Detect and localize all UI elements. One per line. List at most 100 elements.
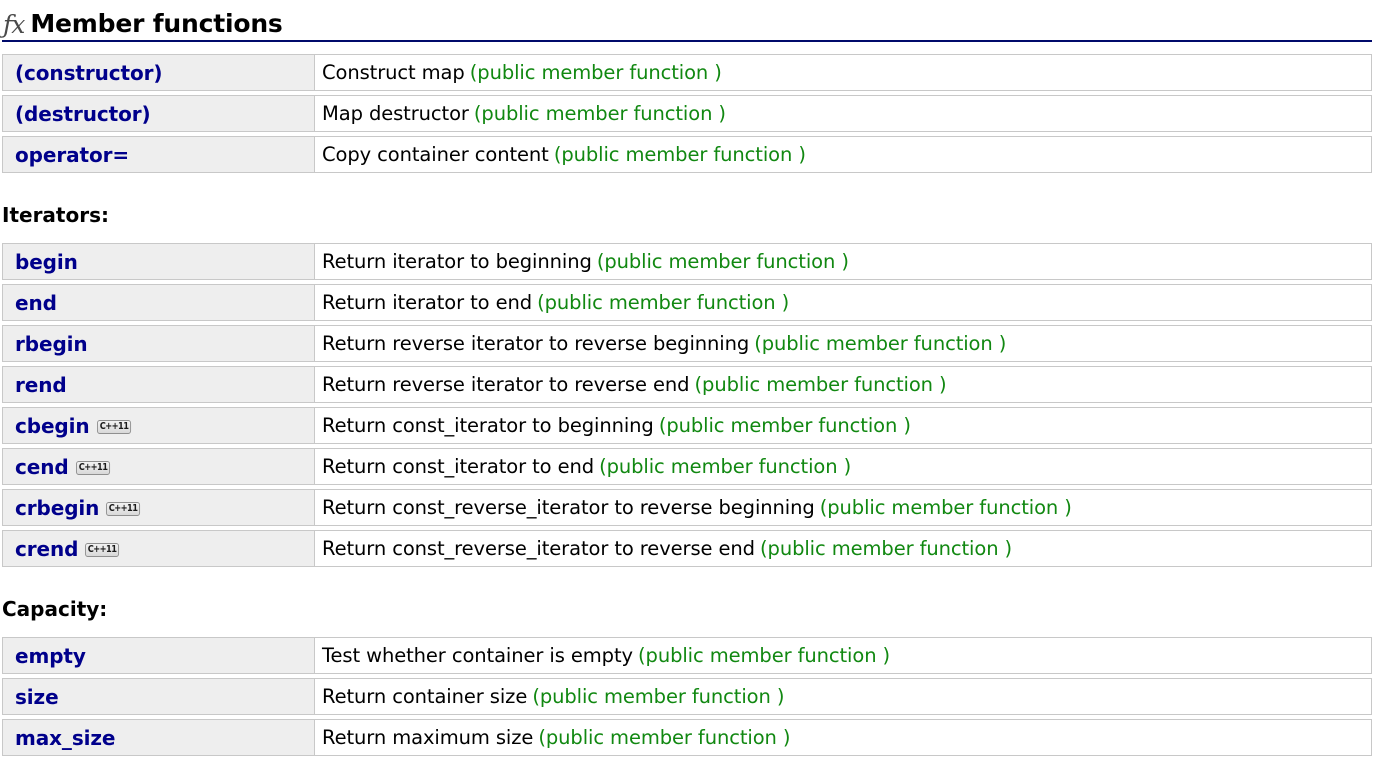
description-text: Return const_reverse_iterator to reverse… bbox=[322, 537, 755, 560]
function-description-cell: Return const_reverse_iterator to reverse… bbox=[315, 530, 1372, 567]
cpp11-badge: C++11 bbox=[106, 501, 141, 516]
function-name-cell[interactable]: rend bbox=[2, 366, 315, 403]
description-text: Return const_iterator to end bbox=[322, 455, 594, 478]
function-name-cell[interactable]: end bbox=[2, 284, 315, 321]
description-text: Return maximum size bbox=[322, 726, 534, 749]
member-kind-note: (public member function ) bbox=[538, 726, 791, 749]
table-row: rend Return reverse iterator to reverse e… bbox=[2, 366, 1372, 403]
function-link[interactable]: operator= bbox=[15, 142, 130, 167]
description-text: Return const_iterator to beginning bbox=[322, 414, 654, 437]
function-description-cell: Return const_iterator to beginning (publ… bbox=[315, 407, 1372, 444]
function-link[interactable]: cend bbox=[15, 454, 69, 479]
table-row: empty Test whether container is empty (pu… bbox=[2, 637, 1372, 674]
member-function-table: begin Return iterator to beginning (publi… bbox=[2, 239, 1372, 571]
function-name-cell[interactable]: (destructor) bbox=[2, 95, 315, 132]
section-spacer bbox=[0, 42, 1374, 50]
section-heading-capacity: Capacity: bbox=[2, 597, 108, 621]
section-heading-iterators: Iterators: bbox=[2, 203, 109, 227]
fx-icon: ƒx bbox=[3, 10, 25, 39]
member-kind-note: (public member function ) bbox=[694, 373, 947, 396]
description-text: Test whether container is empty bbox=[322, 644, 633, 667]
function-link[interactable]: empty bbox=[15, 643, 86, 668]
description-text: Return reverse iterator to reverse end bbox=[322, 373, 690, 396]
function-name-cell[interactable]: max_size bbox=[2, 719, 315, 756]
description-text: Return iterator to end bbox=[322, 291, 533, 314]
function-link[interactable]: max_size bbox=[15, 725, 116, 750]
section-spacer bbox=[0, 571, 1374, 599]
member-kind-note: (public member function ) bbox=[638, 644, 891, 667]
function-link[interactable]: cbegin bbox=[15, 413, 90, 438]
member-kind-note: (public member function ) bbox=[599, 455, 852, 478]
page-title: Member functions bbox=[30, 9, 283, 38]
description-text: Map destructor bbox=[322, 102, 469, 125]
table-row: cbegin C++11 Return const_iterator to begi… bbox=[2, 407, 1372, 444]
description-text: Return reverse iterator to reverse begin… bbox=[322, 332, 750, 355]
function-name-cell[interactable]: cend C++11 bbox=[2, 448, 315, 485]
function-description-cell: Return const_iterator to end (public mem… bbox=[315, 448, 1372, 485]
function-description-cell: Return iterator to beginning (public mem… bbox=[315, 243, 1372, 280]
function-description-cell: Return container size (public member fun… bbox=[315, 678, 1372, 715]
function-link[interactable]: (constructor) bbox=[15, 60, 163, 85]
function-name-cell[interactable]: size bbox=[2, 678, 315, 715]
function-link[interactable]: rbegin bbox=[15, 331, 88, 356]
description-text: Copy container content bbox=[322, 143, 549, 166]
member-kind-note: (public member function ) bbox=[819, 496, 1072, 519]
member-kind-note: (public member function ) bbox=[473, 102, 726, 125]
section-spacer bbox=[0, 225, 1374, 239]
table-row: cend C++11 Return const_iterator to end (p… bbox=[2, 448, 1372, 485]
page-header: ƒx Member functions bbox=[2, 0, 1372, 42]
table-row: operator= Copy container content (public … bbox=[2, 136, 1372, 173]
cpp11-badge: C++11 bbox=[75, 460, 110, 475]
table-row: max_size Return maximum size (public memb… bbox=[2, 719, 1372, 756]
function-link[interactable]: (destructor) bbox=[15, 101, 151, 126]
table-row: begin Return iterator to beginning (publi… bbox=[2, 243, 1372, 280]
table-row: crend C++11 Return const_reverse_iterator … bbox=[2, 530, 1372, 567]
member-kind-note: (public member function ) bbox=[469, 61, 722, 84]
member-kind-note: (public member function ) bbox=[596, 250, 849, 273]
function-name-cell[interactable]: (constructor) bbox=[2, 54, 315, 91]
function-name-cell[interactable]: rbegin bbox=[2, 325, 315, 362]
description-text: Return const_reverse_iterator to reverse… bbox=[322, 496, 815, 519]
function-name-cell[interactable]: cbegin C++11 bbox=[2, 407, 315, 444]
function-link[interactable]: crend bbox=[15, 536, 79, 561]
description-text: Return iterator to beginning bbox=[322, 250, 592, 273]
member-kind-note: (public member function ) bbox=[754, 332, 1007, 355]
table-row: (destructor) Map destructor (public membe… bbox=[2, 95, 1372, 132]
function-link[interactable]: begin bbox=[15, 249, 78, 274]
member-function-table: empty Test whether container is empty (pu… bbox=[2, 633, 1372, 760]
member-function-table: (constructor) Construct map (public membe… bbox=[2, 50, 1372, 177]
member-kind-note: (public member function ) bbox=[553, 143, 806, 166]
function-description-cell: Return iterator to end (public member fu… bbox=[315, 284, 1372, 321]
section-spacer bbox=[0, 619, 1374, 633]
function-description-cell: Return reverse iterator to reverse end (… bbox=[315, 366, 1372, 403]
cpp11-badge: C++11 bbox=[96, 419, 131, 434]
section-spacer bbox=[0, 177, 1374, 205]
function-description-cell: Test whether container is empty (public … bbox=[315, 637, 1372, 674]
member-kind-note: (public member function ) bbox=[658, 414, 911, 437]
description-text: Return container size bbox=[322, 685, 528, 708]
function-name-cell[interactable]: begin bbox=[2, 243, 315, 280]
member-kind-note: (public member function ) bbox=[537, 291, 790, 314]
member-kind-note: (public member function ) bbox=[760, 537, 1013, 560]
function-name-cell[interactable]: crend C++11 bbox=[2, 530, 315, 567]
function-link[interactable]: crbegin bbox=[15, 495, 100, 520]
member-kind-note: (public member function ) bbox=[532, 685, 785, 708]
function-link[interactable]: size bbox=[15, 684, 59, 709]
function-description-cell: Return maximum size (public member funct… bbox=[315, 719, 1372, 756]
function-link[interactable]: rend bbox=[15, 372, 67, 397]
function-description-cell: Construct map (public member function ) bbox=[315, 54, 1372, 91]
member-functions-body: (constructor) Construct map (public membe… bbox=[0, 42, 1374, 760]
function-name-cell[interactable]: empty bbox=[2, 637, 315, 674]
table-row: size Return container size (public member… bbox=[2, 678, 1372, 715]
function-description-cell: Return const_reverse_iterator to reverse… bbox=[315, 489, 1372, 526]
function-description-cell: Return reverse iterator to reverse begin… bbox=[315, 325, 1372, 362]
function-name-cell[interactable]: crbegin C++11 bbox=[2, 489, 315, 526]
table-row: end Return iterator to end (public member… bbox=[2, 284, 1372, 321]
function-link[interactable]: end bbox=[15, 290, 57, 315]
description-text: Construct map bbox=[322, 61, 465, 84]
table-row: (constructor) Construct map (public membe… bbox=[2, 54, 1372, 91]
function-description-cell: Map destructor (public member function ) bbox=[315, 95, 1372, 132]
cpp11-badge: C++11 bbox=[85, 542, 120, 557]
function-name-cell[interactable]: operator= bbox=[2, 136, 315, 173]
table-row: rbegin Return reverse iterator to reverse… bbox=[2, 325, 1372, 362]
